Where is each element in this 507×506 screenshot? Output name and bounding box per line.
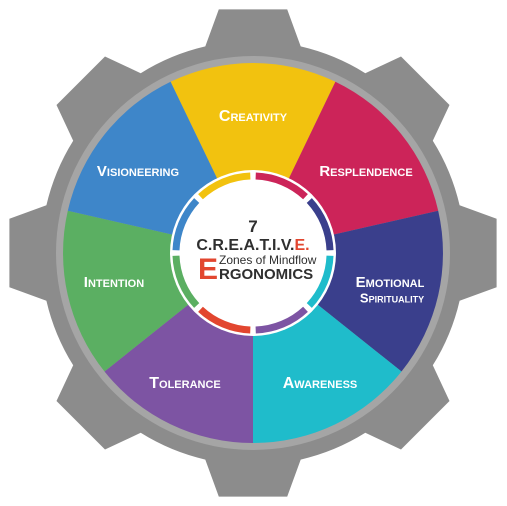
- center-big-letter: E: [198, 253, 218, 286]
- center-word: RGONOMICS: [219, 266, 313, 283]
- center-ring-arc: [198, 172, 251, 200]
- label-resplendence: Resplendence: [319, 163, 412, 180]
- center-color-ring: [172, 172, 334, 334]
- label-emotional: Emotional: [356, 274, 425, 291]
- center-ring-arc: [306, 198, 334, 251]
- center-ring-arc: [172, 255, 200, 308]
- label-intention: Intention: [84, 274, 144, 291]
- center-ring-arc: [255, 172, 308, 200]
- label-visioneering: Visioneering: [97, 163, 179, 180]
- center-ring-arc: [172, 198, 200, 251]
- label-awareness: Awareness: [283, 375, 358, 392]
- center-ring-arc: [198, 306, 251, 334]
- label-spirituality: Spirituality: [360, 290, 424, 305]
- segment-creativity: [170, 63, 336, 253]
- label-creativity: Creativity: [219, 108, 288, 125]
- center-subtitle: Zones of Mindflow: [219, 253, 317, 267]
- center-inner-circle: [182, 182, 324, 324]
- center-acronym: C.R.E.A.T.I.V.E.: [196, 237, 309, 254]
- center-ring-arc: [255, 306, 308, 334]
- center-number: 7: [248, 217, 257, 236]
- label-tolerance: Tolerance: [149, 375, 221, 392]
- center-ring-arc: [306, 255, 334, 308]
